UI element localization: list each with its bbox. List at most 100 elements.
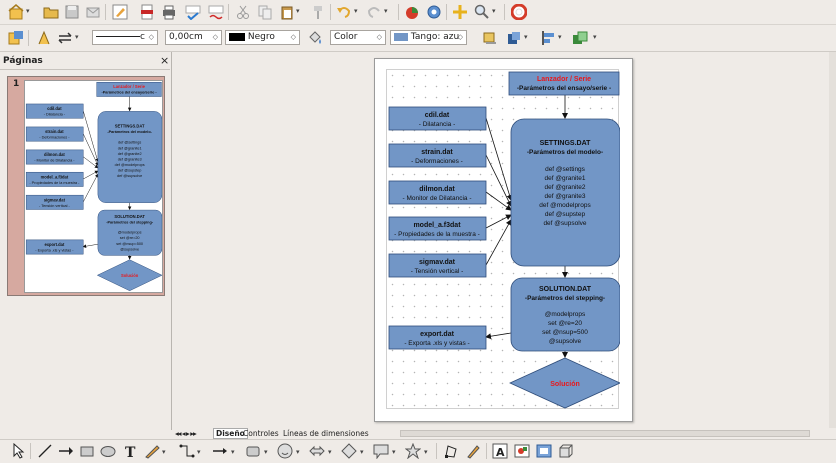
- connector-arrow[interactable]: [82, 243, 98, 249]
- callouts-dropdown-icon[interactable]: ▾: [392, 448, 396, 456]
- text-tool-icon[interactable]: T: [122, 443, 138, 459]
- thumb-input-file-strain[interactable]: strain.dat - Deformaciones -: [25, 126, 84, 142]
- redo-icon[interactable]: [366, 4, 382, 20]
- flow-diagram[interactable]: Lanzador / Serie -Parámetros del ensayo/…: [387, 70, 621, 410]
- shadow-icon[interactable]: [481, 30, 497, 46]
- connector-arrow[interactable]: [83, 156, 99, 169]
- connector-arrow[interactable]: [485, 214, 512, 229]
- line-color-select[interactable]: Negro ◇: [225, 30, 300, 45]
- zoom-dropdown-icon[interactable]: ▾: [492, 7, 496, 15]
- image-from-file-icon[interactable]: [514, 443, 530, 459]
- area-style-select[interactable]: Color ◇: [330, 30, 386, 45]
- paste-icon[interactable]: [279, 4, 295, 20]
- thumb-settings-box[interactable]: SETTINGS.DAT -Parámetros del modelo- def…: [97, 111, 162, 203]
- help-icon[interactable]: [511, 4, 527, 20]
- tab-nav-arrows[interactable]: ◂◂ ◂ ▸ ▸▸: [175, 429, 197, 438]
- connector-arrow[interactable]: [485, 191, 512, 211]
- symbol-shapes-dropdown-icon[interactable]: ▾: [296, 448, 300, 456]
- thumb-export-file-box[interactable]: export.dat - Exporta .xls y vistas -: [25, 239, 84, 255]
- block-arrows-icon[interactable]: [309, 443, 325, 459]
- lines-arrows-tool-icon[interactable]: [212, 443, 228, 459]
- export-pdf-icon[interactable]: [139, 4, 155, 20]
- thumb-result-diamond[interactable]: Solución: [96, 259, 162, 292]
- flowchart-dropdown-icon[interactable]: ▾: [360, 448, 364, 456]
- arrow-style-dropdown-icon[interactable]: ▾: [75, 33, 79, 41]
- spellcheck-icon[interactable]: [185, 4, 201, 20]
- connector-arrow[interactable]: [485, 117, 513, 201]
- curve-tool-icon[interactable]: [144, 443, 160, 459]
- autospellcheck-icon[interactable]: [208, 4, 224, 20]
- callouts-icon[interactable]: [373, 443, 389, 459]
- thumb-input-file-dilmon[interactable]: dilmon.dat - Monitor de Dilatancia -: [25, 149, 84, 165]
- save-icon[interactable]: [64, 4, 80, 20]
- clone-format-icon[interactable]: [310, 4, 326, 20]
- connector-arrow[interactable]: [485, 219, 512, 266]
- home-icon[interactable]: [8, 4, 24, 20]
- cut-icon[interactable]: [235, 4, 251, 20]
- area-fill-select[interactable]: Tango: azu ◇: [390, 30, 467, 45]
- fill-bucket-icon[interactable]: [307, 30, 323, 46]
- open-folder-icon[interactable]: [43, 4, 59, 20]
- input-file-dilmon[interactable]: dilmon.dat - Monitor de Dilatancia -: [388, 180, 487, 205]
- select-arrow-icon[interactable]: [10, 443, 26, 459]
- slide-page[interactable]: Lanzador / Serie -Parámetros del ensayo/…: [374, 58, 633, 422]
- connector-arrow[interactable]: [82, 133, 99, 166]
- export-file-box[interactable]: export.dat - Exporta .xls y vistas -: [388, 325, 487, 350]
- undo-icon[interactable]: [336, 4, 352, 20]
- drawing-canvas[interactable]: Lanzador / Serie -Parámetros del ensayo/…: [173, 52, 836, 428]
- redo-dropdown-icon[interactable]: ▾: [384, 7, 388, 15]
- arrange-dropdown-icon[interactable]: ▾: [593, 33, 597, 41]
- thumb-input-file-sigmav[interactable]: sigmav.dat - Tensión vertical -: [25, 194, 84, 210]
- input-file-cdil[interactable]: cdil.dat - Dilatancia -: [388, 106, 487, 131]
- rotate-dropdown-icon[interactable]: ▾: [524, 33, 528, 41]
- result-diamond[interactable]: Solución: [509, 357, 621, 409]
- solution-box[interactable]: SOLUTION.DAT -Parámetros del stepping- @…: [510, 277, 621, 352]
- vertical-scrollbar[interactable]: [829, 52, 836, 428]
- line-style-select[interactable]: c ◇: [92, 30, 158, 45]
- connector-arrow[interactable]: [82, 110, 99, 163]
- edit-mode-icon[interactable]: [112, 4, 128, 20]
- line-icon[interactable]: [36, 30, 52, 46]
- connector-arrow[interactable]: [485, 332, 512, 340]
- extrusion-icon[interactable]: [558, 443, 574, 459]
- points-edit-icon[interactable]: [443, 443, 459, 459]
- stars-dropdown-icon[interactable]: ▾: [424, 448, 428, 456]
- rectangle-tool-icon[interactable]: [79, 443, 95, 459]
- thumb-launcher-box[interactable]: [96, 81, 162, 97]
- tab-controls[interactable]: Controles: [243, 429, 279, 438]
- horizontal-scrollbar[interactable]: [400, 430, 810, 437]
- line-width-field[interactable]: 0,00cm ◇: [165, 30, 222, 45]
- stars-icon[interactable]: [405, 443, 421, 459]
- launcher-box[interactable]: [508, 71, 620, 96]
- snap-guides-icon[interactable]: [452, 4, 468, 20]
- connector-tool-icon[interactable]: [179, 443, 195, 459]
- object-style-icon[interactable]: [8, 30, 24, 46]
- curve-dropdown-icon[interactable]: ▾: [162, 448, 166, 456]
- align-dropdown-icon[interactable]: ▾: [558, 33, 562, 41]
- input-file-sigmav[interactable]: sigmav.dat - Tensión vertical -: [388, 253, 487, 278]
- connector-arrow[interactable]: [83, 170, 99, 180]
- thumb-input-file-model[interactable]: model_a.f3dat - Propiedades de la muestr…: [25, 171, 84, 187]
- settings-box[interactable]: SETTINGS.DAT -Parámetros del modelo- def…: [510, 118, 621, 267]
- email-icon[interactable]: [85, 4, 101, 20]
- home-dropdown-icon[interactable]: ▾: [26, 7, 30, 15]
- basic-shapes-dropdown-icon[interactable]: ▾: [264, 448, 268, 456]
- arrow-style-icon[interactable]: [57, 30, 73, 46]
- line-arrow-tool-icon[interactable]: [58, 443, 74, 459]
- symbol-shapes-icon[interactable]: [277, 443, 293, 459]
- connector-dropdown-icon[interactable]: ▾: [197, 448, 201, 456]
- image-insert-icon[interactable]: [426, 4, 442, 20]
- flowchart-shapes-icon[interactable]: [341, 443, 357, 459]
- copy-icon[interactable]: [257, 4, 273, 20]
- arrange-icon[interactable]: [572, 30, 588, 46]
- glue-points-icon[interactable]: [465, 443, 481, 459]
- ellipse-tool-icon[interactable]: [100, 443, 116, 459]
- block-arrows-dropdown-icon[interactable]: ▾: [328, 448, 332, 456]
- paste-dropdown-icon[interactable]: ▾: [296, 7, 300, 15]
- thumb-input-file-cdil[interactable]: cdil.dat - Dilatancia -: [25, 103, 84, 119]
- align-icon[interactable]: [540, 30, 556, 46]
- line-tool-icon[interactable]: [37, 443, 53, 459]
- tab-dimension-lines[interactable]: Líneas de dimensiones: [283, 429, 369, 438]
- chart-insert-icon[interactable]: [404, 4, 420, 20]
- rotate-icon[interactable]: [506, 30, 522, 46]
